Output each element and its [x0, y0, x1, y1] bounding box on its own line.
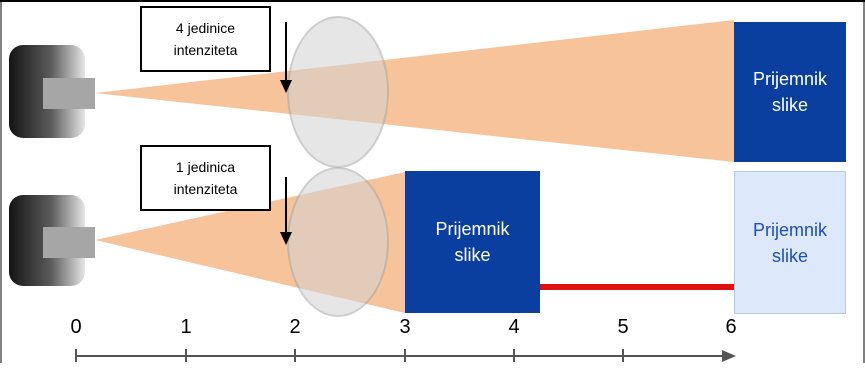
patient-ellipse-icon [287, 167, 389, 317]
patient-ellipse-icon [287, 16, 389, 168]
image-receptor-original-position: Prijemnik slike [734, 171, 846, 314]
tube-port [43, 78, 95, 109]
tube-port [43, 227, 95, 258]
axis-ticks [75, 349, 624, 362]
image-receptor-bottom: Prijemnik slike [405, 171, 540, 313]
axis-label: 2 [289, 316, 301, 338]
callout-top: 4 jedinice intenziteta [140, 6, 271, 72]
axis-label: 3 [399, 316, 411, 338]
callout-bottom: 1 jedinica intenziteta [140, 145, 271, 211]
down-arrow-head [280, 80, 292, 93]
axis-label: 4 [508, 316, 520, 338]
down-arrow-head [280, 232, 292, 245]
axis-label: 5 [617, 316, 629, 338]
beam-top [95, 20, 734, 162]
axis-label: 0 [70, 316, 82, 338]
axis-label: 1 [180, 316, 192, 338]
axis-label: 6 [725, 316, 737, 338]
image-receptor-top: Prijemnik slike [734, 22, 846, 162]
axis-arrow-head [722, 350, 736, 362]
